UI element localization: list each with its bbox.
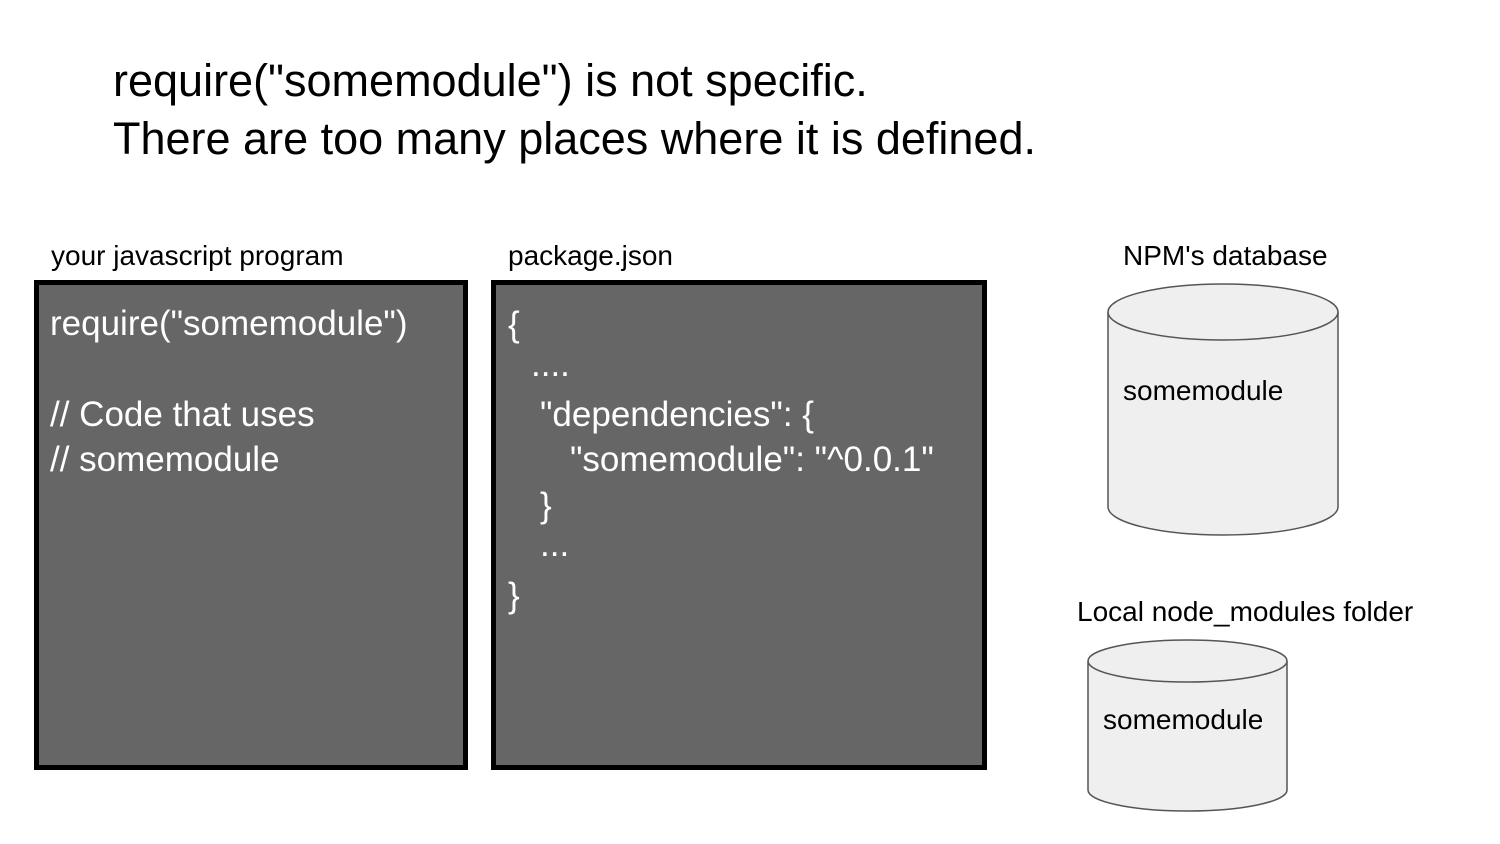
json-line: "dependencies": { bbox=[540, 395, 814, 434]
program-code-box: require("somemodule") // Code that uses … bbox=[34, 280, 468, 770]
json-line: } bbox=[540, 486, 552, 525]
package-json-label: package.json bbox=[508, 240, 674, 271]
json-line: } bbox=[508, 576, 520, 615]
npm-database-cylinder bbox=[1107, 283, 1339, 536]
local-folder-label: Local node_modules folder bbox=[1077, 596, 1414, 627]
code-line: // somemodule bbox=[50, 440, 280, 479]
code-line: require("somemodule") bbox=[50, 304, 408, 343]
package-json-box: { .... "dependencies": { "somemodule": "… bbox=[491, 280, 987, 770]
code-line: // Code that uses bbox=[50, 395, 315, 434]
slide-title-line-2: There are too many places where it is de… bbox=[113, 113, 1036, 164]
program-label: your javascript program bbox=[51, 240, 344, 271]
slide-title-line-1: require("somemodule") is not specific. bbox=[113, 55, 868, 106]
local-folder-item: somemodule bbox=[1103, 704, 1264, 735]
json-line: .... bbox=[531, 345, 570, 384]
json-line: { bbox=[508, 305, 520, 344]
npm-database-label: NPM's database bbox=[1123, 240, 1328, 271]
json-line: ... bbox=[540, 525, 570, 564]
json-line: "somemodule": "^0.0.1" bbox=[570, 440, 934, 479]
local-folder-cylinder bbox=[1087, 639, 1288, 812]
npm-database-item: somemodule bbox=[1123, 375, 1284, 406]
